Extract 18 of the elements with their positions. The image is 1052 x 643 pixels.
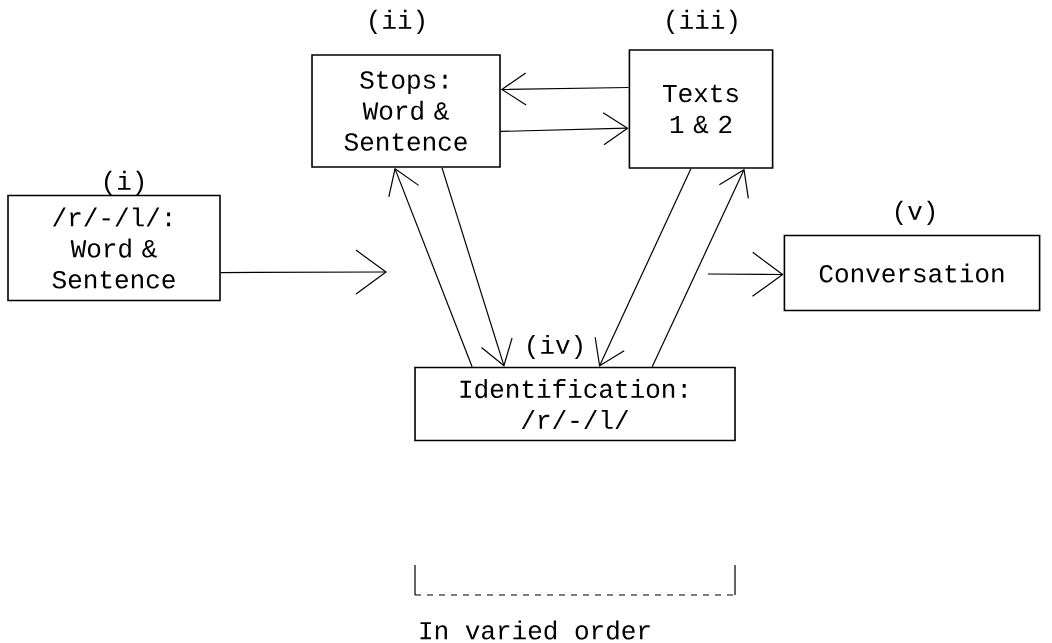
note-text: In varied order (420, 620, 650, 640)
process-box: /r/-/l/: Word & Sentence (7, 194, 221, 302)
process-box: Conversation (783, 234, 1041, 312)
process-box: Stops: Word & Sentence (311, 54, 501, 168)
process-box: Texts 1 & 2 (628, 49, 774, 169)
box-heading: (v) (895, 200, 935, 226)
box-heading: (iii) (667, 9, 737, 35)
box-heading: (ii) (370, 9, 424, 35)
arrow (651, 168, 749, 368)
arrow (594, 168, 692, 367)
box-heading: (i) (104, 170, 144, 196)
arrow (388, 167, 473, 368)
arrow (441, 167, 513, 367)
arrow (500, 72, 630, 106)
arrow (500, 112, 629, 146)
process-box: Identification: /r/-/l/ (414, 366, 736, 442)
arrow (220, 249, 387, 295)
box-heading: (iv) (528, 334, 582, 360)
